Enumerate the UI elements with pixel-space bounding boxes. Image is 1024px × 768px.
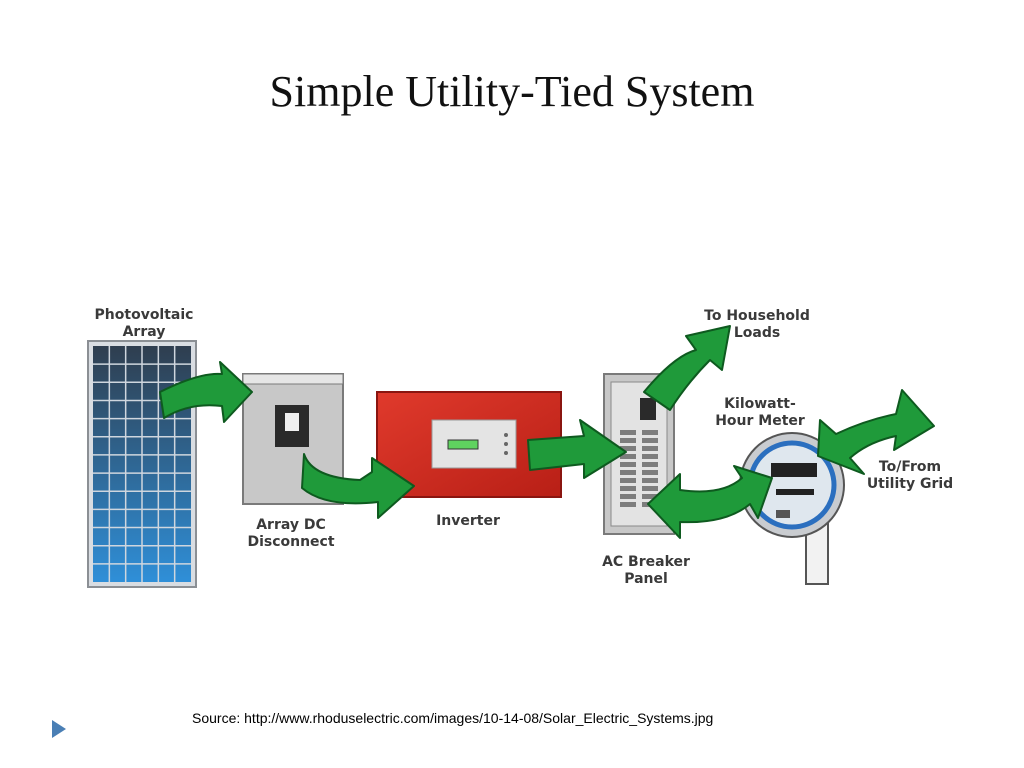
label-disconnect: Disconnect bbox=[247, 534, 334, 550]
label-hour-meter: Hour Meter bbox=[715, 413, 805, 429]
source-citation: Source: http://www.rhoduselectric.com/im… bbox=[192, 710, 714, 726]
bullet-arrow-icon bbox=[52, 720, 66, 738]
label-utility-grid: Utility Grid bbox=[867, 476, 953, 492]
label-loads: Loads bbox=[734, 325, 780, 341]
inverter-unit bbox=[376, 391, 562, 498]
flow-arrows bbox=[159, 325, 935, 539]
kilowatt-hour-meter bbox=[739, 432, 845, 585]
slide-title: Simple Utility-Tied System bbox=[269, 67, 755, 116]
label-panel: Panel bbox=[624, 571, 668, 587]
label-to-from: To/From bbox=[879, 459, 941, 475]
label-array: Array bbox=[123, 324, 166, 340]
label-photovoltaic: Photovoltaic bbox=[95, 307, 194, 323]
arrow-panel-to-household bbox=[643, 325, 731, 411]
label-inverter: Inverter bbox=[436, 513, 500, 529]
arrow-panel-meter-bidirectional bbox=[647, 465, 773, 539]
arrow-meter-grid-bidirectional bbox=[817, 389, 935, 475]
label-to-household: To Household bbox=[704, 308, 810, 324]
label-array-dc: Array DC bbox=[256, 517, 326, 533]
label-ac-breaker: AC Breaker bbox=[602, 554, 690, 570]
arrow-inverter-to-panel bbox=[527, 419, 627, 479]
arrow-pv-to-disconnect bbox=[159, 361, 253, 423]
photovoltaic-array bbox=[87, 340, 197, 588]
label-kilowatt: Kilowatt- bbox=[724, 396, 796, 412]
arrow-disconnect-to-inverter bbox=[301, 453, 415, 519]
